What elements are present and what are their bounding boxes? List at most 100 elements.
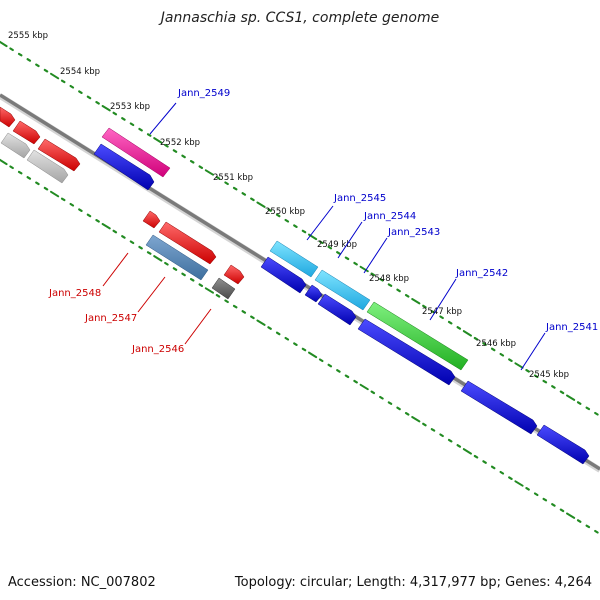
leader-jann-2541	[520, 332, 546, 371]
lower-tick-19	[164, 261, 169, 266]
upper-tick-64	[551, 385, 556, 389]
upper-tick-57	[490, 347, 496, 352]
lower-tick-41	[353, 379, 358, 384]
upper-tick-11	[95, 100, 100, 105]
leader-jann-2542	[429, 278, 457, 321]
lower-tick-16	[138, 245, 143, 250]
lower-tick-track	[0, 158, 599, 534]
lower-tick-57	[490, 465, 496, 470]
lower-tick-12	[101, 223, 111, 230]
upper-tick-58	[499, 352, 505, 357]
kbp-label-2549: 2549 kbp	[317, 240, 357, 250]
lower-tick-52	[447, 438, 453, 443]
upper-tick-14	[121, 117, 126, 121]
upper-tick-6	[50, 72, 60, 80]
lower-tick-65	[559, 508, 565, 513]
kbp-label-2546: 2546 kbp	[476, 339, 516, 349]
gene-jann-2547	[145, 234, 209, 281]
lower-tick-45	[387, 401, 393, 405]
lower-tick-62	[533, 492, 539, 497]
lower-tick-1	[9, 165, 14, 170]
lower-tick-44	[379, 395, 384, 400]
lower-tick-15	[129, 240, 135, 245]
upper-tick-66	[566, 394, 576, 401]
gene-blue-2	[260, 256, 307, 294]
upper-tick-67	[576, 401, 582, 405]
upper-tick-41	[353, 261, 358, 266]
upper-tick-42	[359, 265, 369, 273]
upper-tick-1	[9, 47, 14, 52]
lower-tick-14	[121, 235, 126, 239]
gene-jann-2548	[158, 221, 217, 265]
upper-tick-35	[301, 229, 307, 234]
gene-blue-3	[304, 284, 323, 303]
lower-tick-22	[189, 278, 195, 282]
kbp-label-2548: 2548 kbp	[369, 274, 409, 284]
gene-label-jann-2549: Jann_2549	[177, 88, 230, 99]
lower-tick-3	[26, 176, 32, 180]
lower-tick-58	[499, 470, 505, 475]
lower-tick-51	[439, 433, 444, 438]
upper-tick-2	[17, 52, 23, 57]
upper-tick-63	[542, 379, 548, 384]
upper-tick-8	[69, 84, 75, 89]
leader-jann-2549	[149, 102, 177, 135]
lower-tick-59	[508, 476, 513, 480]
lower-tick-54	[462, 448, 472, 455]
upper-tick-15	[129, 122, 135, 127]
gene-jann-2546-red	[223, 264, 245, 285]
gene-label-jann-2542: Jann_2542	[455, 268, 508, 279]
upper-tick-55	[473, 336, 479, 341]
gene-jann-2545	[269, 240, 319, 278]
upper-tick-38	[327, 245, 333, 250]
upper-tick-60	[514, 362, 524, 369]
upper-tick-44	[379, 277, 384, 282]
kbp-label-2545: 2545 kbp	[529, 370, 569, 380]
kbp-label-2547: 2547 kbp	[422, 307, 462, 317]
gene-label-jann-2548: Jann_2548	[48, 288, 101, 299]
lower-tick-40	[344, 374, 350, 379]
lower-tick-48	[411, 416, 421, 423]
upper-tick-29	[250, 197, 255, 202]
upper-tick-24	[204, 169, 214, 176]
upper-tick-52	[447, 320, 453, 325]
leader-jann-2543	[363, 237, 388, 274]
gene-label-jann-2544: Jann_2544	[363, 211, 416, 222]
lower-tick-6	[50, 190, 60, 198]
upper-tick-47	[404, 294, 410, 298]
upper-tick-10	[86, 95, 92, 100]
lower-tick-29	[250, 315, 255, 320]
lower-tick-46	[396, 406, 401, 411]
upper-tick-33	[284, 218, 290, 223]
upper-tick-61	[525, 369, 530, 373]
gene-label-jann-2541: Jann_2541	[545, 322, 598, 333]
gene-blue-4	[317, 293, 357, 326]
leader-jann-2546	[184, 308, 212, 345]
upper-tick-68	[585, 406, 591, 411]
lower-tick-31	[267, 326, 272, 330]
kbp-label-2551: 2551 kbp	[213, 173, 253, 183]
kbp-label-2554: 2554 kbp	[60, 67, 100, 77]
lower-tick-11	[95, 219, 100, 223]
lower-tick-50	[430, 428, 436, 432]
upper-tick-5	[43, 68, 49, 73]
lower-tick-0	[0, 158, 8, 166]
genome-info-text: Topology: circular; Length: 4,317,977 bp…	[234, 575, 592, 590]
upper-tick-7	[60, 79, 66, 84]
upper-tick-31	[267, 208, 272, 212]
leader-jann-2544	[337, 221, 363, 259]
lower-tick-56	[482, 460, 487, 464]
gene-jann-2549	[101, 127, 171, 178]
upper-tick-9	[78, 90, 83, 95]
upper-tick-40	[344, 256, 350, 261]
upper-tick-0	[0, 40, 8, 48]
upper-tick-48	[411, 298, 421, 305]
lower-tick-49	[422, 422, 427, 427]
upper-tick-51	[439, 315, 444, 320]
lower-tick-2	[17, 170, 23, 175]
lower-tick-33	[284, 336, 290, 341]
lower-tick-13	[112, 229, 118, 234]
gene-label-jann-2547: Jann_2547	[84, 313, 137, 324]
figure-title: Jannaschia sp. CCS1, complete genome	[160, 10, 440, 26]
lower-tick-34	[293, 342, 298, 346]
